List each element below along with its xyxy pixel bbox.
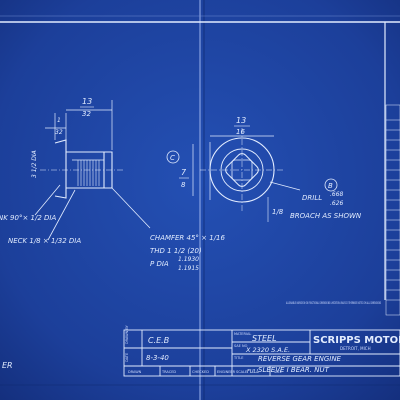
title-block bbox=[123, 329, 400, 377]
company-location: DETROIT, MICH bbox=[340, 346, 371, 351]
overall-dim-num: 13 bbox=[82, 97, 92, 106]
part-ref-label: SAE NO bbox=[234, 344, 248, 348]
revision-strip bbox=[385, 104, 400, 316]
part-ref-value: X 2320 S.A.E. bbox=[245, 346, 290, 354]
section-label-c: C bbox=[170, 154, 175, 162]
tolerance-note: ALLOWABLE VARIATION ON FRACTIONAL DIMENS… bbox=[286, 301, 381, 305]
title-line-2: SLEEVE I BEAR. NUT bbox=[258, 366, 330, 374]
countersink-leader bbox=[34, 184, 61, 216]
company-name: SCRIPPS MOTOR bbox=[313, 335, 400, 346]
bottom-left-fragment: ER bbox=[2, 361, 13, 370]
flange-dim-num: 1 bbox=[57, 117, 61, 124]
section-label-b: B bbox=[328, 182, 333, 190]
title-line-1: REVERSE GEAR ENGINE bbox=[258, 355, 342, 363]
side-label-drawn-by: DRAWN BY bbox=[125, 324, 129, 344]
drill-label: DRILL bbox=[302, 194, 322, 202]
side-view bbox=[34, 100, 151, 241]
footer-drawn: DRAWN bbox=[128, 370, 142, 374]
footer-engineer: ENGINEER bbox=[217, 370, 236, 374]
footer-traced: TRACED bbox=[161, 370, 176, 374]
material-label: MATERIAL bbox=[234, 332, 251, 336]
thread-pd-upper: 1.1930 bbox=[178, 256, 199, 263]
end-vert-dim-num: 7 bbox=[181, 168, 187, 177]
side-label-date: DATE bbox=[125, 353, 129, 362]
neck-leader bbox=[47, 189, 76, 241]
end-view bbox=[166, 128, 338, 222]
overall-dim-den: 32 bbox=[82, 110, 91, 118]
footer-scale: SCALE bbox=[236, 370, 247, 374]
thread-hatch bbox=[77, 160, 100, 186]
title-label: TITLE bbox=[233, 356, 243, 360]
thread-pd-label: P DIA bbox=[150, 260, 169, 268]
section-circle-c bbox=[166, 150, 180, 164]
side-diameter-dim: 3 1/2 DIA bbox=[31, 150, 38, 178]
drawing-date: 8-3-40 bbox=[146, 354, 169, 362]
section-circle-b bbox=[324, 178, 338, 192]
small-dim: 1/8 bbox=[272, 208, 284, 216]
flange-outline bbox=[54, 139, 67, 199]
drawn-initials: C.E.B bbox=[148, 336, 169, 345]
footer-checked: CHECKED bbox=[192, 370, 209, 374]
end-top-dim-num: 13 bbox=[236, 116, 246, 125]
flange-dim-den: 32 bbox=[55, 129, 63, 136]
end-top-dim-den: 16 bbox=[236, 128, 245, 136]
material-value: STEEL bbox=[252, 334, 277, 343]
broach-note: BROACH AS SHOWN bbox=[290, 212, 362, 220]
thread-pd-lower: 1.1915 bbox=[178, 265, 199, 272]
countersink-note: NK 90°× 1/2 DIA bbox=[0, 214, 56, 222]
end-vert-dim-den: 8 bbox=[181, 181, 186, 189]
footer-size: SIZE bbox=[274, 370, 282, 374]
thread-note: THD 1 1/2 (20) bbox=[150, 247, 202, 255]
chamfer-note: CHAMFER 45° × 1/16 bbox=[150, 234, 226, 242]
scale-value: FULL bbox=[247, 369, 259, 375]
drill-value-lower: .626 bbox=[330, 200, 344, 207]
chamfer-leader bbox=[111, 187, 151, 229]
neck-note: NECK 1/8 × 1/32 DIA bbox=[8, 237, 81, 245]
drill-leader bbox=[269, 181, 301, 191]
drill-value-upper: .668 bbox=[330, 191, 344, 198]
